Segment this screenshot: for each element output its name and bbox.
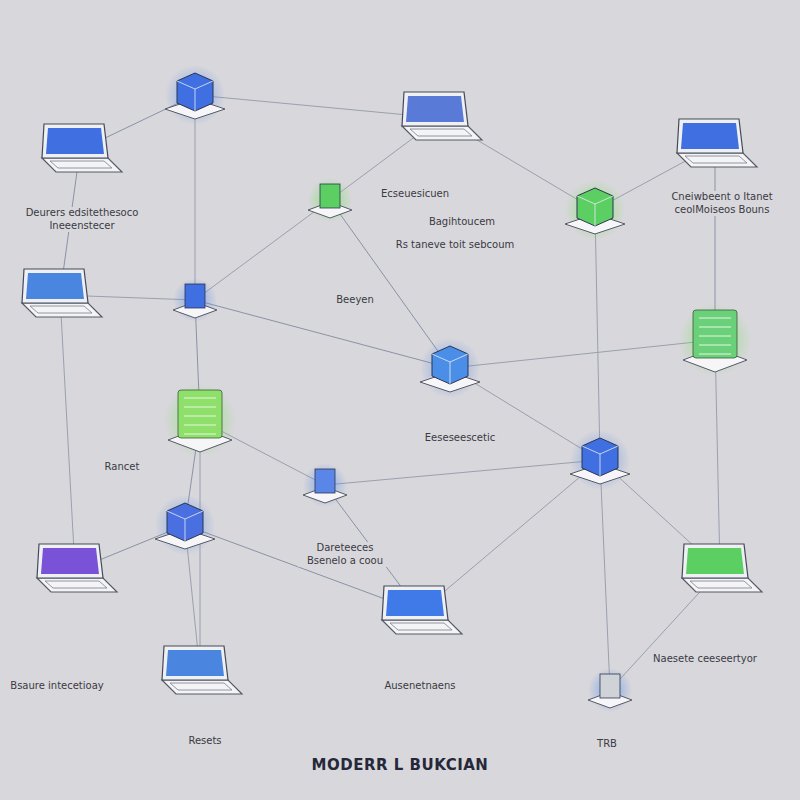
device-label: Bsaure intecetioay: [8, 680, 105, 693]
network-wire: [60, 295, 75, 570]
device-label: Ecseuesicuen: [379, 188, 451, 201]
laptop-icon: [42, 124, 122, 172]
cube-icon: [155, 495, 215, 555]
device-label: Rancet: [103, 461, 142, 474]
network-wire: [595, 210, 600, 460]
device-label: Naesete ceeseertyor: [651, 653, 759, 666]
laptop-icon: [682, 544, 762, 592]
network-wire: [195, 95, 196, 300]
cube-icon: [570, 430, 630, 490]
laptop-icon: [402, 92, 482, 140]
small-icon: [588, 668, 632, 712]
device-label: Ausenetnaens: [382, 680, 457, 693]
laptop-icon: [162, 646, 242, 694]
server-icon: [679, 304, 751, 376]
cube-icon: [420, 338, 480, 398]
device-label: Bagihtoucem: [427, 216, 497, 229]
small-icon: [303, 463, 347, 507]
device-label: Deurers edsitethesoco Ineeenstecer: [20, 207, 144, 232]
network-wire: [600, 460, 610, 690]
cube-icon: [565, 180, 625, 240]
server-icon: [164, 384, 236, 456]
network-wire: [195, 200, 330, 300]
network-wire: [325, 460, 600, 485]
network-wire: [450, 340, 715, 368]
laptop-icon: [677, 119, 757, 167]
network-wire: [420, 460, 600, 612]
diagram-title: MODERR L BUKCIAN: [312, 756, 489, 774]
device-label: Rs taneve toit sebcoum: [394, 239, 516, 252]
cube-icon: [165, 65, 225, 125]
device-label: Eeseseescetic: [423, 432, 497, 445]
device-label: TRB: [595, 738, 619, 751]
small-icon: [308, 178, 352, 222]
device-label: Cneiwbeent o Itanet ceolMoiseos Bouns: [655, 191, 789, 216]
small-icon: [173, 278, 217, 322]
device-label: Dareteeces Bsenelo a coou: [298, 542, 392, 567]
laptop-icon: [22, 269, 102, 317]
device-label: Beeyen: [334, 294, 376, 307]
device-label: Resets: [186, 735, 223, 748]
laptop-icon: [37, 544, 117, 592]
network-wire: [195, 300, 450, 368]
laptop-icon: [382, 586, 462, 634]
